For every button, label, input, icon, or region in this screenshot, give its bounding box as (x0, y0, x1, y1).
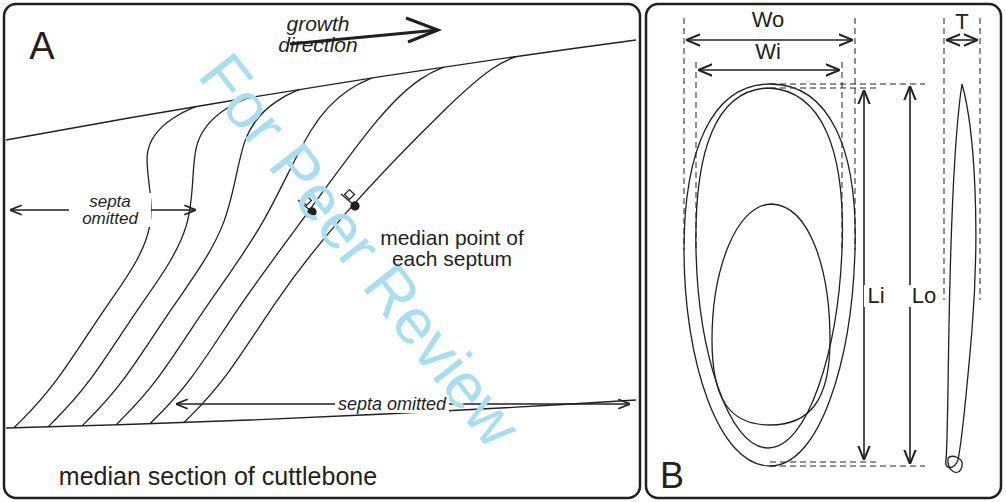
septum (150, 67, 444, 424)
dimension-arrow (946, 39, 978, 41)
median-point (351, 202, 359, 210)
dimension-label: Lo (909, 285, 939, 307)
ventral-outline (6, 400, 636, 428)
right-angle-mark (302, 196, 312, 206)
dimension-label: Wi (752, 41, 784, 63)
dimension-arrow (698, 69, 840, 71)
septum (48, 98, 248, 427)
watermark: For Peer Review (188, 43, 532, 458)
dorsal-outline (6, 40, 636, 140)
extension-line (944, 18, 945, 300)
growth-label: growth direction (268, 13, 368, 55)
span-arrow (10, 209, 196, 210)
septum (14, 106, 196, 427)
dimension-label: T (955, 11, 968, 33)
septum (184, 57, 516, 423)
extension-line (684, 18, 685, 250)
extension-line (770, 462, 925, 466)
phragmocone-outline (712, 204, 830, 425)
extension-line (770, 84, 925, 88)
septum (82, 89, 300, 426)
panel-b-frame (646, 4, 1001, 498)
septum (116, 78, 372, 425)
dimension-arrow (909, 86, 911, 464)
panel-a-frame (4, 4, 640, 498)
right-angle-mark (345, 190, 355, 200)
side-outline (946, 84, 976, 468)
dimension-label: Li (864, 285, 887, 307)
panel-caption: median section of cuttlebone (59, 464, 377, 489)
dimension-label: Wo (752, 9, 785, 31)
span-label: septa omitted (335, 395, 449, 413)
span-arrow (176, 403, 630, 404)
rostrum (948, 456, 962, 472)
extension-line (842, 62, 843, 250)
extension-line (855, 18, 856, 250)
span-label: septa omitted (69, 193, 151, 227)
panel-letter: A (29, 27, 54, 65)
extension-line (980, 18, 981, 300)
growth-arrow (290, 30, 438, 44)
extension-line (696, 62, 697, 250)
dimension-arrow (863, 90, 865, 460)
outer-outline (684, 84, 855, 466)
dimension-arrow (686, 39, 853, 41)
callout-text: median point of each septum (370, 227, 535, 269)
panel-letter: B (660, 458, 684, 494)
growth-arrowhead (406, 18, 438, 42)
median-point (308, 208, 316, 216)
inner-outline (696, 88, 843, 448)
